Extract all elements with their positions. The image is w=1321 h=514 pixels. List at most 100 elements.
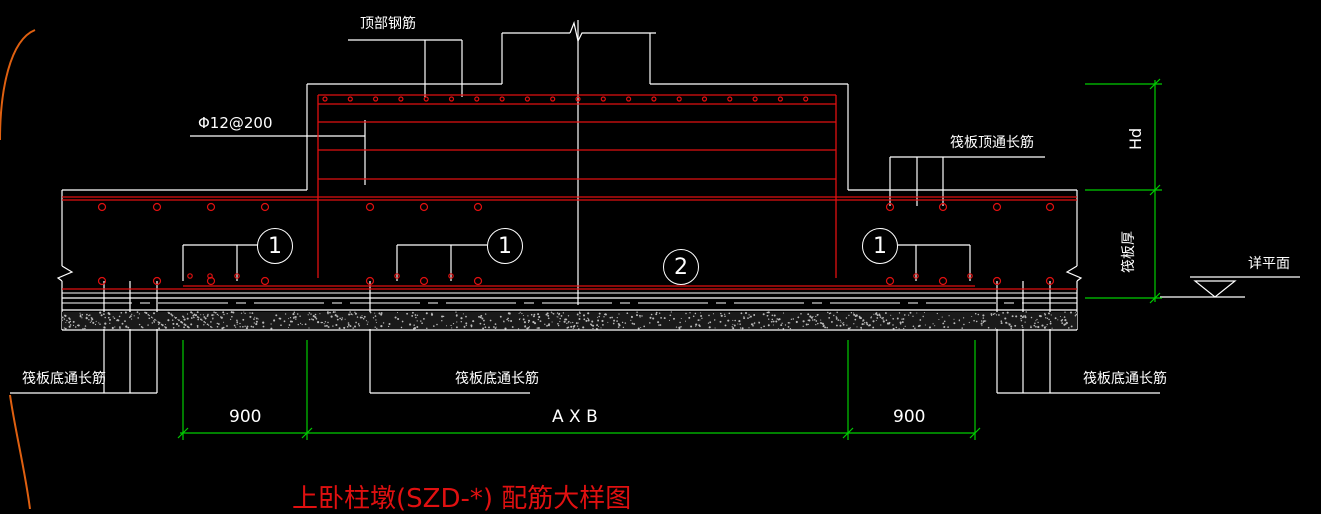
gravel-dot (641, 315, 643, 317)
gravel-dot (426, 327, 428, 330)
gravel-dot (1011, 315, 1014, 318)
gravel-dot (193, 316, 195, 319)
raft-bottom-rebar-dot (1045, 276, 1055, 286)
gravel-dot (211, 326, 213, 329)
gravel-dot (1064, 323, 1067, 325)
gravel-dot (771, 318, 774, 321)
gravel-dot (896, 317, 899, 320)
gravel-dot (99, 311, 102, 314)
gravel-dot (200, 314, 202, 316)
gravel-dot (344, 318, 346, 320)
gravel-dot (807, 323, 809, 326)
gravel-dot (767, 318, 770, 320)
gravel-dot (699, 319, 701, 321)
gravel-dot (938, 318, 940, 321)
gravel-dot (1020, 318, 1022, 320)
gravel-dot (1045, 326, 1047, 327)
gravel-dot (592, 324, 595, 327)
gravel-dot (1066, 322, 1068, 324)
gravel-dot (109, 322, 111, 325)
gravel-dot (1054, 317, 1057, 320)
gravel-dot (409, 323, 412, 326)
gravel-dot (669, 314, 672, 317)
gravel-dot (842, 322, 844, 324)
gravel-dot (308, 327, 310, 329)
gravel-dot (815, 323, 817, 326)
gravel-dot (922, 315, 924, 318)
gravel-dot (213, 314, 215, 316)
gravel-dot (936, 312, 938, 315)
gravel-dot (639, 316, 641, 318)
gravel-dot (719, 320, 722, 323)
gravel-dot (943, 326, 946, 328)
gravel-dot (354, 312, 357, 315)
gravel-dot (246, 325, 249, 328)
gravel-dot (148, 315, 150, 317)
gravel-dot (164, 326, 167, 329)
gravel-dot (124, 311, 127, 314)
top-rebar-label: 顶部钢筋 (360, 16, 416, 32)
gravel-dot (643, 325, 646, 328)
gravel-dot (470, 324, 473, 327)
raft-top-rebar-dot (885, 202, 895, 212)
gravel-dot (294, 316, 297, 318)
gravel-dot (617, 326, 620, 328)
gravel-dot (273, 319, 276, 322)
gravel-dot (776, 318, 778, 320)
gravel-dot (807, 319, 809, 321)
gravel-dot (787, 321, 790, 324)
gravel-dot (236, 323, 238, 325)
gravel-dot (354, 311, 356, 313)
gravel-dot (84, 325, 87, 327)
gravel-dot (904, 325, 906, 327)
gravel-dot (621, 321, 624, 324)
gravel-dot (140, 326, 143, 328)
gravel-dot (848, 314, 850, 317)
gravel-dot (789, 322, 791, 324)
gravel-dot (810, 316, 813, 319)
gravel-dot (413, 324, 415, 326)
gravel-dot (550, 311, 553, 313)
gravel-dot (612, 322, 615, 325)
gravel-dot (1064, 319, 1067, 322)
gravel-dot (236, 320, 238, 322)
gravel-dot (223, 313, 225, 316)
gravel-dot (252, 326, 255, 328)
gravel-dot (860, 328, 862, 330)
gravel-dot (203, 316, 206, 318)
gravel-dot (862, 320, 864, 322)
gravel-dot (133, 315, 135, 317)
gravel-dot (833, 314, 835, 317)
gravel-dot (1044, 313, 1047, 316)
gravel-dot (582, 326, 585, 329)
gravel-dot (430, 313, 434, 316)
gravel-dot (747, 317, 749, 319)
gravel-dot (524, 325, 527, 327)
gravel-dot (1033, 324, 1036, 327)
gravel-dot (532, 320, 535, 324)
gravel-dot (680, 317, 682, 320)
gravel-dot (504, 327, 507, 330)
gravel-dot (185, 324, 187, 326)
gravel-dot (347, 323, 350, 326)
raft-bottom-left-label: 筏板底通长筋 (22, 371, 106, 387)
gravel-dot (484, 326, 487, 329)
gravel-dot (941, 316, 943, 318)
gravel-dot (732, 319, 734, 321)
gravel-dot (741, 327, 744, 330)
gravel-dot (341, 317, 343, 319)
gravel-dot (478, 315, 480, 318)
gravel-dot (301, 324, 303, 326)
gravel-dot (229, 318, 232, 321)
gravel-dot (839, 319, 841, 322)
gravel-dot (154, 318, 156, 321)
gravel-dot (807, 313, 810, 316)
gravel-dot (82, 328, 84, 330)
gravel-dot (795, 320, 798, 324)
extra-rebar-dot (967, 273, 973, 279)
gravel-dot (226, 325, 228, 327)
gravel-dot (336, 315, 339, 318)
gravel-dot (616, 317, 618, 319)
gravel-dot (339, 317, 341, 320)
raft-bottom-right-label: 筏板底通长筋 (1083, 371, 1167, 387)
